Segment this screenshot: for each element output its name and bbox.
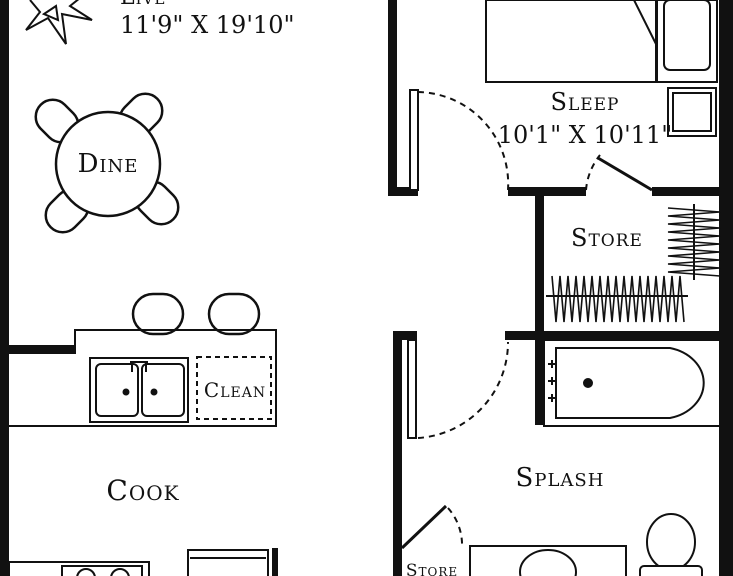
kitchen-sink	[89, 357, 189, 423]
stool-right	[207, 292, 261, 336]
wall-store-left	[535, 187, 544, 425]
door-swings	[417, 91, 601, 549]
sleep-dimensions: 10'1" X 10'11"	[498, 121, 673, 149]
bed-sheet-fold	[633, 0, 657, 45]
wall-sleep-left	[388, 0, 397, 196]
door-jamb-bath	[407, 339, 417, 439]
wall-bath-left	[393, 331, 402, 576]
live-dimensions: 11'9" X 19'10"	[120, 11, 295, 39]
wall-right-outer	[719, 0, 733, 576]
wall-sleep-bottom-right	[652, 187, 722, 196]
nightstand-lamp	[656, 0, 718, 83]
dishwasher	[196, 356, 272, 420]
door-swing-bath	[417, 341, 510, 439]
kitchen-counter	[9, 329, 277, 427]
dine-label: Dine	[78, 149, 139, 179]
wall-fridge-side	[272, 548, 278, 576]
sleep-label: Sleep	[551, 88, 620, 116]
bar-stools	[131, 292, 261, 336]
closet-hangers-vertical	[667, 204, 721, 280]
bed	[485, 0, 657, 83]
door-leaf-small-store	[400, 504, 448, 550]
wall-bath-top-left	[393, 331, 417, 340]
dining-table	[34, 92, 180, 234]
splash-label: Splash	[516, 463, 605, 493]
stove	[8, 561, 150, 576]
nightstand	[667, 87, 717, 137]
refrigerator	[187, 549, 269, 576]
plant-icon	[25, 0, 93, 45]
store-label: Store	[571, 224, 643, 252]
tub-faucet-icon	[548, 360, 556, 402]
wall-sleep-bottom-left	[508, 187, 586, 196]
closet-hangers-horizontal	[546, 275, 688, 323]
table-top	[54, 110, 162, 218]
wall-sleep-left-base	[388, 187, 418, 196]
wall-kitchen-stub	[9, 345, 75, 354]
door-jamb-sleep	[409, 89, 419, 191]
wall-bath-top-right	[505, 331, 722, 340]
small-store-label: Store	[406, 561, 458, 576]
live-label: Live	[120, 0, 166, 10]
door-swing-sleep	[417, 91, 510, 191]
door-swing-small-store	[447, 507, 464, 549]
clean-label: Clean	[204, 378, 266, 402]
cook-label: Cook	[106, 474, 179, 507]
door-leaf-store	[597, 156, 653, 192]
toilet	[639, 513, 703, 576]
vanity	[469, 545, 627, 576]
stool-left	[131, 292, 185, 336]
bathtub	[543, 339, 721, 427]
wall-left-outer	[0, 0, 9, 576]
door-swing-store	[585, 154, 601, 191]
